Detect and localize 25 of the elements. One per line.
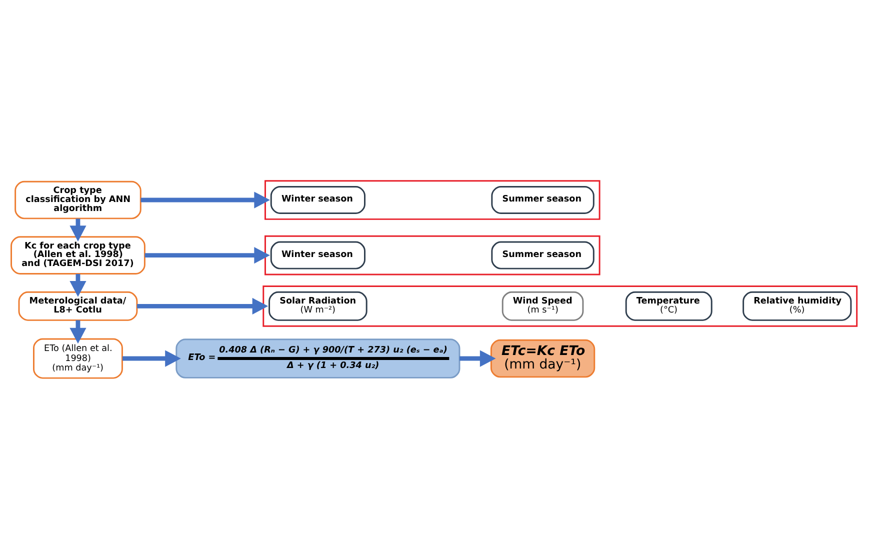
arrow	[70, 273, 86, 296]
arrow	[140, 191, 270, 208]
node-box: Winter season	[270, 186, 366, 214]
node-box: Summer season	[491, 240, 594, 269]
arrow	[460, 350, 496, 366]
arrow	[137, 297, 268, 314]
node-box: Relative humidity (%)	[742, 290, 852, 320]
node-box: Crop type classification by ANN algorithm	[14, 180, 142, 219]
node-box: Summer season	[491, 186, 594, 214]
arrow	[70, 320, 86, 344]
arrow	[144, 246, 270, 264]
node-box: Meterological data/ L8+ Cotlu	[18, 290, 138, 320]
cluster	[264, 180, 600, 220]
node-box: Wind Speed (m s⁻¹)	[502, 290, 584, 320]
node-box: Temperature (°C)	[625, 290, 712, 320]
cluster	[262, 285, 858, 326]
arrow	[70, 218, 86, 241]
node-box: ETo (Allen et al. 1998) (mm day⁻¹)	[33, 338, 123, 378]
node-box: Kc for each crop type (Allen et al. 1998) and (TAGEM-DSI 2017)	[10, 236, 146, 274]
node-box: ETo = 0.408 Δ (Rₙ − G) + γ 900/(T + 273) u₂ (eₛ − eₐ) Δ + γ (1 + 0.34 u₂)	[176, 338, 460, 378]
cluster	[264, 234, 600, 275]
arrow	[122, 350, 181, 366]
node-box: Solar Radiation (W m⁻²)	[268, 290, 368, 320]
node-box: ETc=Kc ETo (mm day⁻¹)	[490, 338, 596, 378]
node-box: Winter season	[270, 240, 366, 269]
